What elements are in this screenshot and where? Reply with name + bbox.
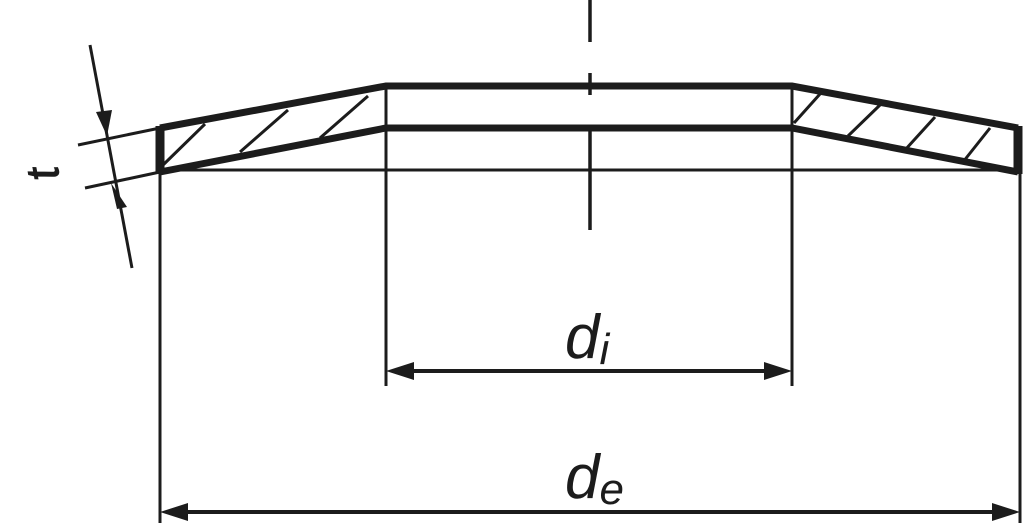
outer-diameter-dimension: de — [160, 443, 1020, 521]
arrow-left-icon — [160, 503, 188, 521]
extension-lines — [158, 84, 1022, 523]
thickness-label: t — [15, 161, 69, 185]
spring-section — [155, 82, 1023, 176]
arrow-right-icon — [992, 503, 1020, 521]
thickness-dimension: t — [15, 44, 161, 269]
top-profile — [159, 82, 1019, 132]
outer-diameter-label: de — [565, 443, 624, 514]
arrow-left-icon — [386, 362, 414, 380]
hatching — [160, 92, 992, 168]
arrow-right-icon — [764, 362, 792, 380]
inner-diameter-label: di — [565, 303, 610, 374]
arrow-up-icon — [111, 183, 127, 209]
arrow-down-icon — [96, 110, 112, 136]
bottom-profile — [159, 124, 1019, 176]
inner-diameter-dimension: di — [386, 303, 792, 380]
